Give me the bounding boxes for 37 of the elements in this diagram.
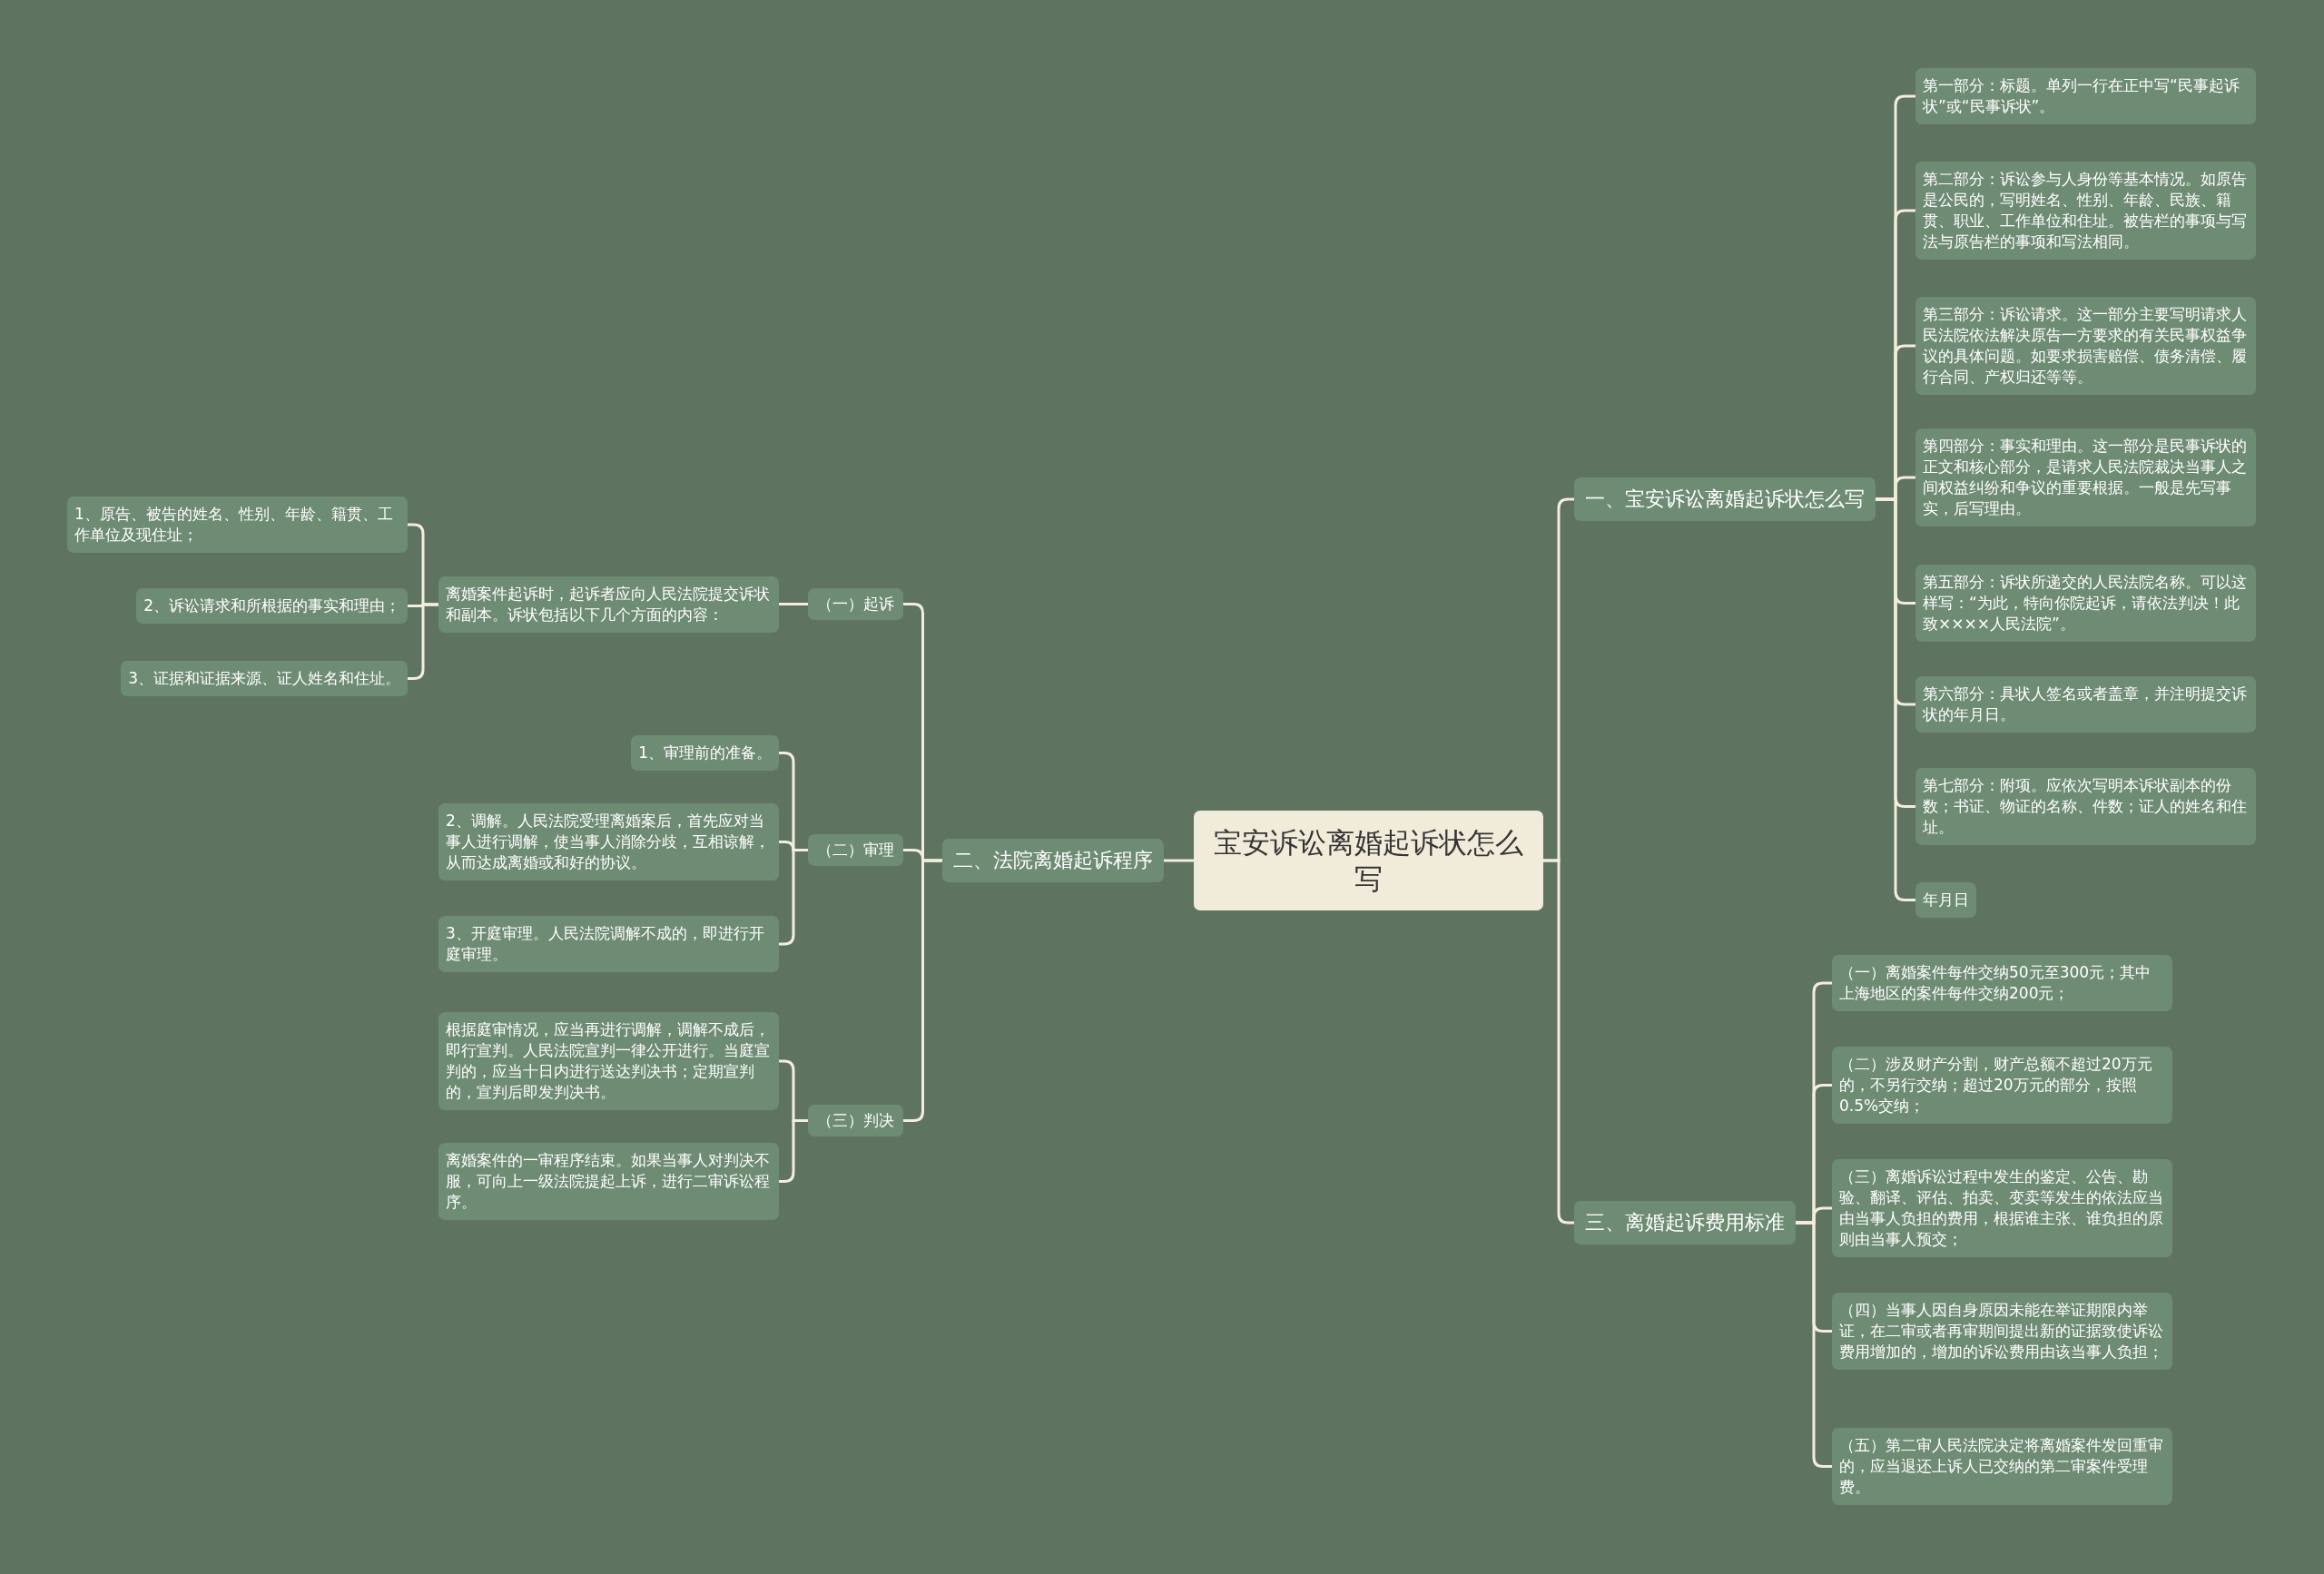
detail-note: 2、调解。人民法院受理离婚案后，首先应对当事人进行调解，使当事人消除分歧，互相谅解，从而达成离婚或和好的协议。	[438, 803, 779, 880]
detail-note: （二）涉及财产分割，财产总额不超过20万元的，不另行交纳；超过20万元的部分，按照0.5%交纳；	[1832, 1047, 2172, 1124]
detail-note: （五）第二审人民法院决定将离婚案件发回重审的，应当退还上诉人已交纳的第二审案件受理费。	[1832, 1428, 2172, 1505]
subtopic: （三）判决	[808, 1105, 903, 1136]
detail-note: 第二部分：诉讼参与人身份等基本情况。如原告是公民的，写明姓名、性别、年龄、民族、籍贯、职业、工作单位和住址。被告栏的事项与写法与原告栏的事项和写法相同。	[1915, 162, 2256, 260]
detail-note: 年月日	[1915, 882, 1976, 918]
detail-note: 根据庭审情况，应当再进行调解，调解不成后，即行宣判。人民法院宣判一律公开进行。当庭宣判的，应当十日内进行送达判决书；定期宣判的，宣判后即发判决书。	[438, 1012, 779, 1110]
central-topic: 宝安诉讼离婚起诉状怎么写	[1194, 811, 1543, 910]
detail-note: 第一部分：标题。单列一行在正中写“民事起诉状”或“民事诉状”。	[1915, 68, 2256, 124]
detail-note: 1、审理前的准备。	[631, 735, 779, 771]
main-branch-topic: 二、法院离婚起诉程序	[942, 839, 1164, 882]
detail-note: 第四部分：事实和理由。这一部分是民事诉状的正文和核心部分，是请求人民法院裁决当事人之间权益纠纷和争议的重要根据。一般是先写事实，后写理由。	[1915, 428, 2256, 526]
subtopic: （一）起诉	[808, 588, 903, 620]
detail-note: （一）离婚案件每件交纳50元至300元；其中上海地区的案件每件交纳200元；	[1832, 955, 2172, 1011]
connector-line	[1876, 497, 1915, 901]
detail-note: 3、证据和证据来源、证人姓名和住址。	[121, 661, 408, 696]
connector-line	[1543, 859, 1574, 1225]
connector-line	[779, 1119, 808, 1183]
detail-note: 第三部分：诉讼请求。这一部分主要写明请求人民法院依法解决原告一方要求的有关民事权益争议的具体问题。如要求损害赔偿、债务清偿、履行合同、产权归还等等。	[1915, 297, 2256, 395]
connector-line	[903, 859, 942, 1122]
connector-line	[779, 849, 808, 946]
main-branch-topic: 一、宝安诉讼离婚起诉状怎么写	[1574, 477, 1876, 521]
detail-note: （三）离婚诉讼过程中发生的鉴定、公告、勘验、翻译、评估、拍卖、变卖等发生的依法应当由当事人负担的费用，根据谁主张、谁负担的原则由当事人预交；	[1832, 1159, 2172, 1257]
subtopic: （二）审理	[808, 834, 903, 866]
detail-note: 第五部分：诉状所递交的人民法院名称。可以这样写：“为此，特向你院起诉，请依法判决！此致××××人民法院”。	[1915, 565, 2256, 642]
connector-line	[779, 603, 808, 605]
detail-note: 第六部分：具状人签名或者盖章，并注明提交诉状的年月日。	[1915, 676, 2256, 733]
detail-note: 第七部分：附项。应依次写明本诉状副本的份数；书证、物证的名称、件数；证人的姓名和住址。	[1915, 768, 2256, 845]
main-branch-topic: 三、离婚起诉费用标准	[1574, 1201, 1796, 1244]
detail-note: 离婚案件起诉时，起诉者应向人民法院提交诉状和副本。诉状包括以下几个方面的内容：	[438, 576, 779, 633]
detail-note: 离婚案件的一审程序结束。如果当事人对判决不服，可向上一级法院提起上诉，进行二审诉讼程序。	[438, 1143, 779, 1220]
detail-note: 2、诉讼请求和所根据的事实和理由；	[136, 588, 408, 624]
connector-line	[1796, 1221, 1832, 1468]
detail-note: 3、开庭审理。人民法院调解不成的，即进行开庭审理。	[438, 916, 779, 972]
connector-line	[1164, 859, 1194, 862]
detail-note: （四）当事人因自身原因未能在举证期限内举证，在二审或者再审期间提出新的证据致使诉讼费用增加的，增加的诉讼费用由该当事人负担；	[1832, 1293, 2172, 1370]
detail-note: 1、原告、被告的姓名、性别、年龄、籍贯、工作单位及现住址；	[67, 497, 408, 553]
